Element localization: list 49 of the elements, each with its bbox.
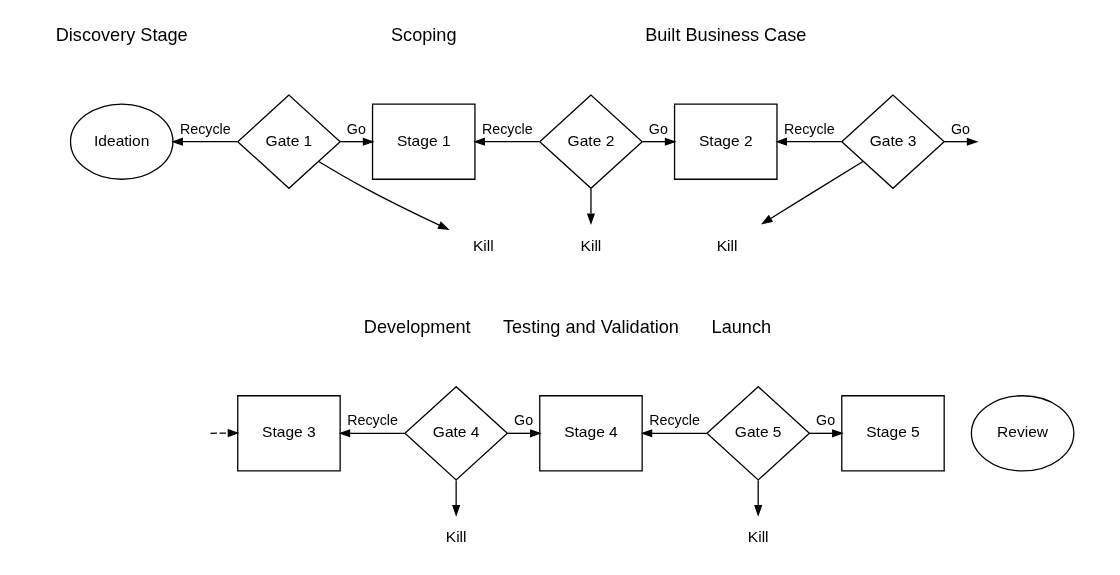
arrow [641, 137, 677, 146]
node-text: Kill [716, 236, 737, 254]
arrow [338, 429, 405, 438]
arrow [760, 160, 864, 225]
edge-label: Go [815, 412, 835, 429]
node-ellipse: Ideation [69, 103, 174, 180]
label: Scoping [390, 25, 456, 46]
edge-label: Go [346, 120, 366, 137]
node-diamond: Gate 2 [538, 94, 643, 190]
arrow [170, 137, 238, 146]
arrow [317, 160, 450, 230]
edge-label: Go [950, 120, 970, 137]
arrow [640, 429, 707, 438]
edge-label: Go [648, 120, 668, 137]
node-box: Stage 1 [371, 103, 476, 180]
node-text: Kill [580, 236, 601, 254]
arrow [774, 137, 842, 146]
node-diamond: Gate 1 [236, 94, 341, 190]
arrow [209, 429, 239, 438]
label: Launch [711, 317, 771, 338]
edge-label: Recycle [346, 412, 398, 429]
edge-label: Recycle [179, 120, 231, 137]
label: Development [363, 317, 471, 338]
node-diamond: Gate 3 [840, 94, 945, 190]
label: Discovery Stage [55, 25, 188, 46]
node-box: Stage 2 [673, 103, 778, 180]
node-text: Kill [472, 236, 494, 254]
label: Built Business Case [644, 25, 806, 46]
arrow [808, 429, 844, 438]
node-diamond: Gate 4 [403, 385, 508, 481]
arrow [753, 479, 762, 517]
node-box: Stage 5 [840, 395, 945, 472]
edge-label: Go [513, 412, 533, 429]
node-diamond: Gate 5 [705, 385, 810, 481]
label: Testing and Validation [502, 317, 679, 338]
arrow [472, 137, 540, 146]
arrow [943, 137, 979, 146]
arrow [586, 188, 595, 226]
edge-label: Recycle [783, 120, 835, 137]
node-text: Kill [445, 528, 467, 546]
node-box: Stage 4 [538, 395, 643, 472]
edge-label: Recycle [648, 412, 700, 429]
edge-label: Recycle [481, 120, 533, 137]
node-box: Stage 3 [236, 395, 341, 472]
arrow [451, 479, 460, 517]
arrow [506, 429, 542, 438]
arrow [339, 137, 374, 146]
node-ellipse: Review [970, 395, 1074, 472]
node-text: Kill [747, 528, 769, 546]
